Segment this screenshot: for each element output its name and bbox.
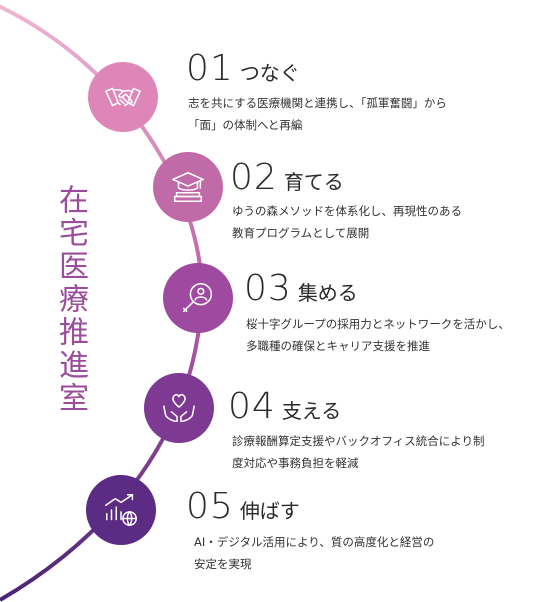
item-description-01: 志を共にする医療機関と連携し、「孤軍奮闘」から 「面」の体制へと再編: [188, 92, 447, 136]
graduation-cap-icon: [172, 171, 204, 203]
heart-hands-icon: [163, 393, 195, 423]
desc-line: 教育プログラムとして展開: [232, 226, 370, 240]
desc-line: ゆうの森メソッドを体系化し、再現性のある: [232, 204, 462, 218]
magnifier-person-icon: [182, 282, 213, 313]
item-title: つなぐ: [239, 61, 300, 85]
item-number: 04: [228, 386, 276, 427]
item-description-02: ゆうの森メソッドを体系化し、再現性のある 教育プログラムとして展開: [232, 200, 462, 244]
desc-line: 安定を実現: [194, 557, 252, 571]
item-number: 03: [244, 268, 292, 309]
desc-line: AI・デジタル活用により、質の高度化と経営の: [194, 535, 435, 549]
icon-circle-01: [88, 62, 158, 132]
item-title: 伸ばす: [239, 499, 300, 523]
growth-chart-icon: [105, 494, 137, 526]
icon-circle-03: [163, 263, 233, 333]
item-number: 05: [186, 486, 234, 527]
desc-line: 志を共にする医療機関と連携し、「孤軍奮闘」から: [188, 96, 447, 110]
item-description-03: 桜十字グループの採用力とネットワークを活かし、 多職種の確保とキャリア支援を推進: [246, 313, 510, 357]
icon-circle-02: [153, 152, 223, 222]
page-title: 在宅医療推進室: [53, 184, 88, 415]
item-number: 02: [230, 157, 278, 198]
item-title: 育てる: [283, 170, 344, 194]
item-title: 支える: [281, 399, 342, 423]
item-description-04: 診療報酬算定支援やバックオフィス統合により制 度対応や事務負担を軽減: [232, 430, 485, 474]
desc-line: 桜十字グループの採用力とネットワークを活かし、: [246, 317, 510, 331]
item-description-05: AI・デジタル活用により、質の高度化と経営の 安定を実現: [194, 531, 434, 575]
handshake-icon: [105, 87, 141, 107]
desc-line: 度対応や事務負担を軽減: [232, 456, 359, 470]
icon-circle-04: [144, 373, 214, 443]
desc-line: 多職種の確保とキャリア支援を推進: [246, 339, 430, 353]
item-number: 01: [186, 48, 234, 89]
icon-circle-05: [86, 475, 156, 545]
item-title: 集める: [297, 281, 358, 305]
desc-line: 診療報酬算定支援やバックオフィス統合により制: [232, 434, 485, 448]
desc-line: 「面」の体制へと再編: [188, 118, 303, 132]
